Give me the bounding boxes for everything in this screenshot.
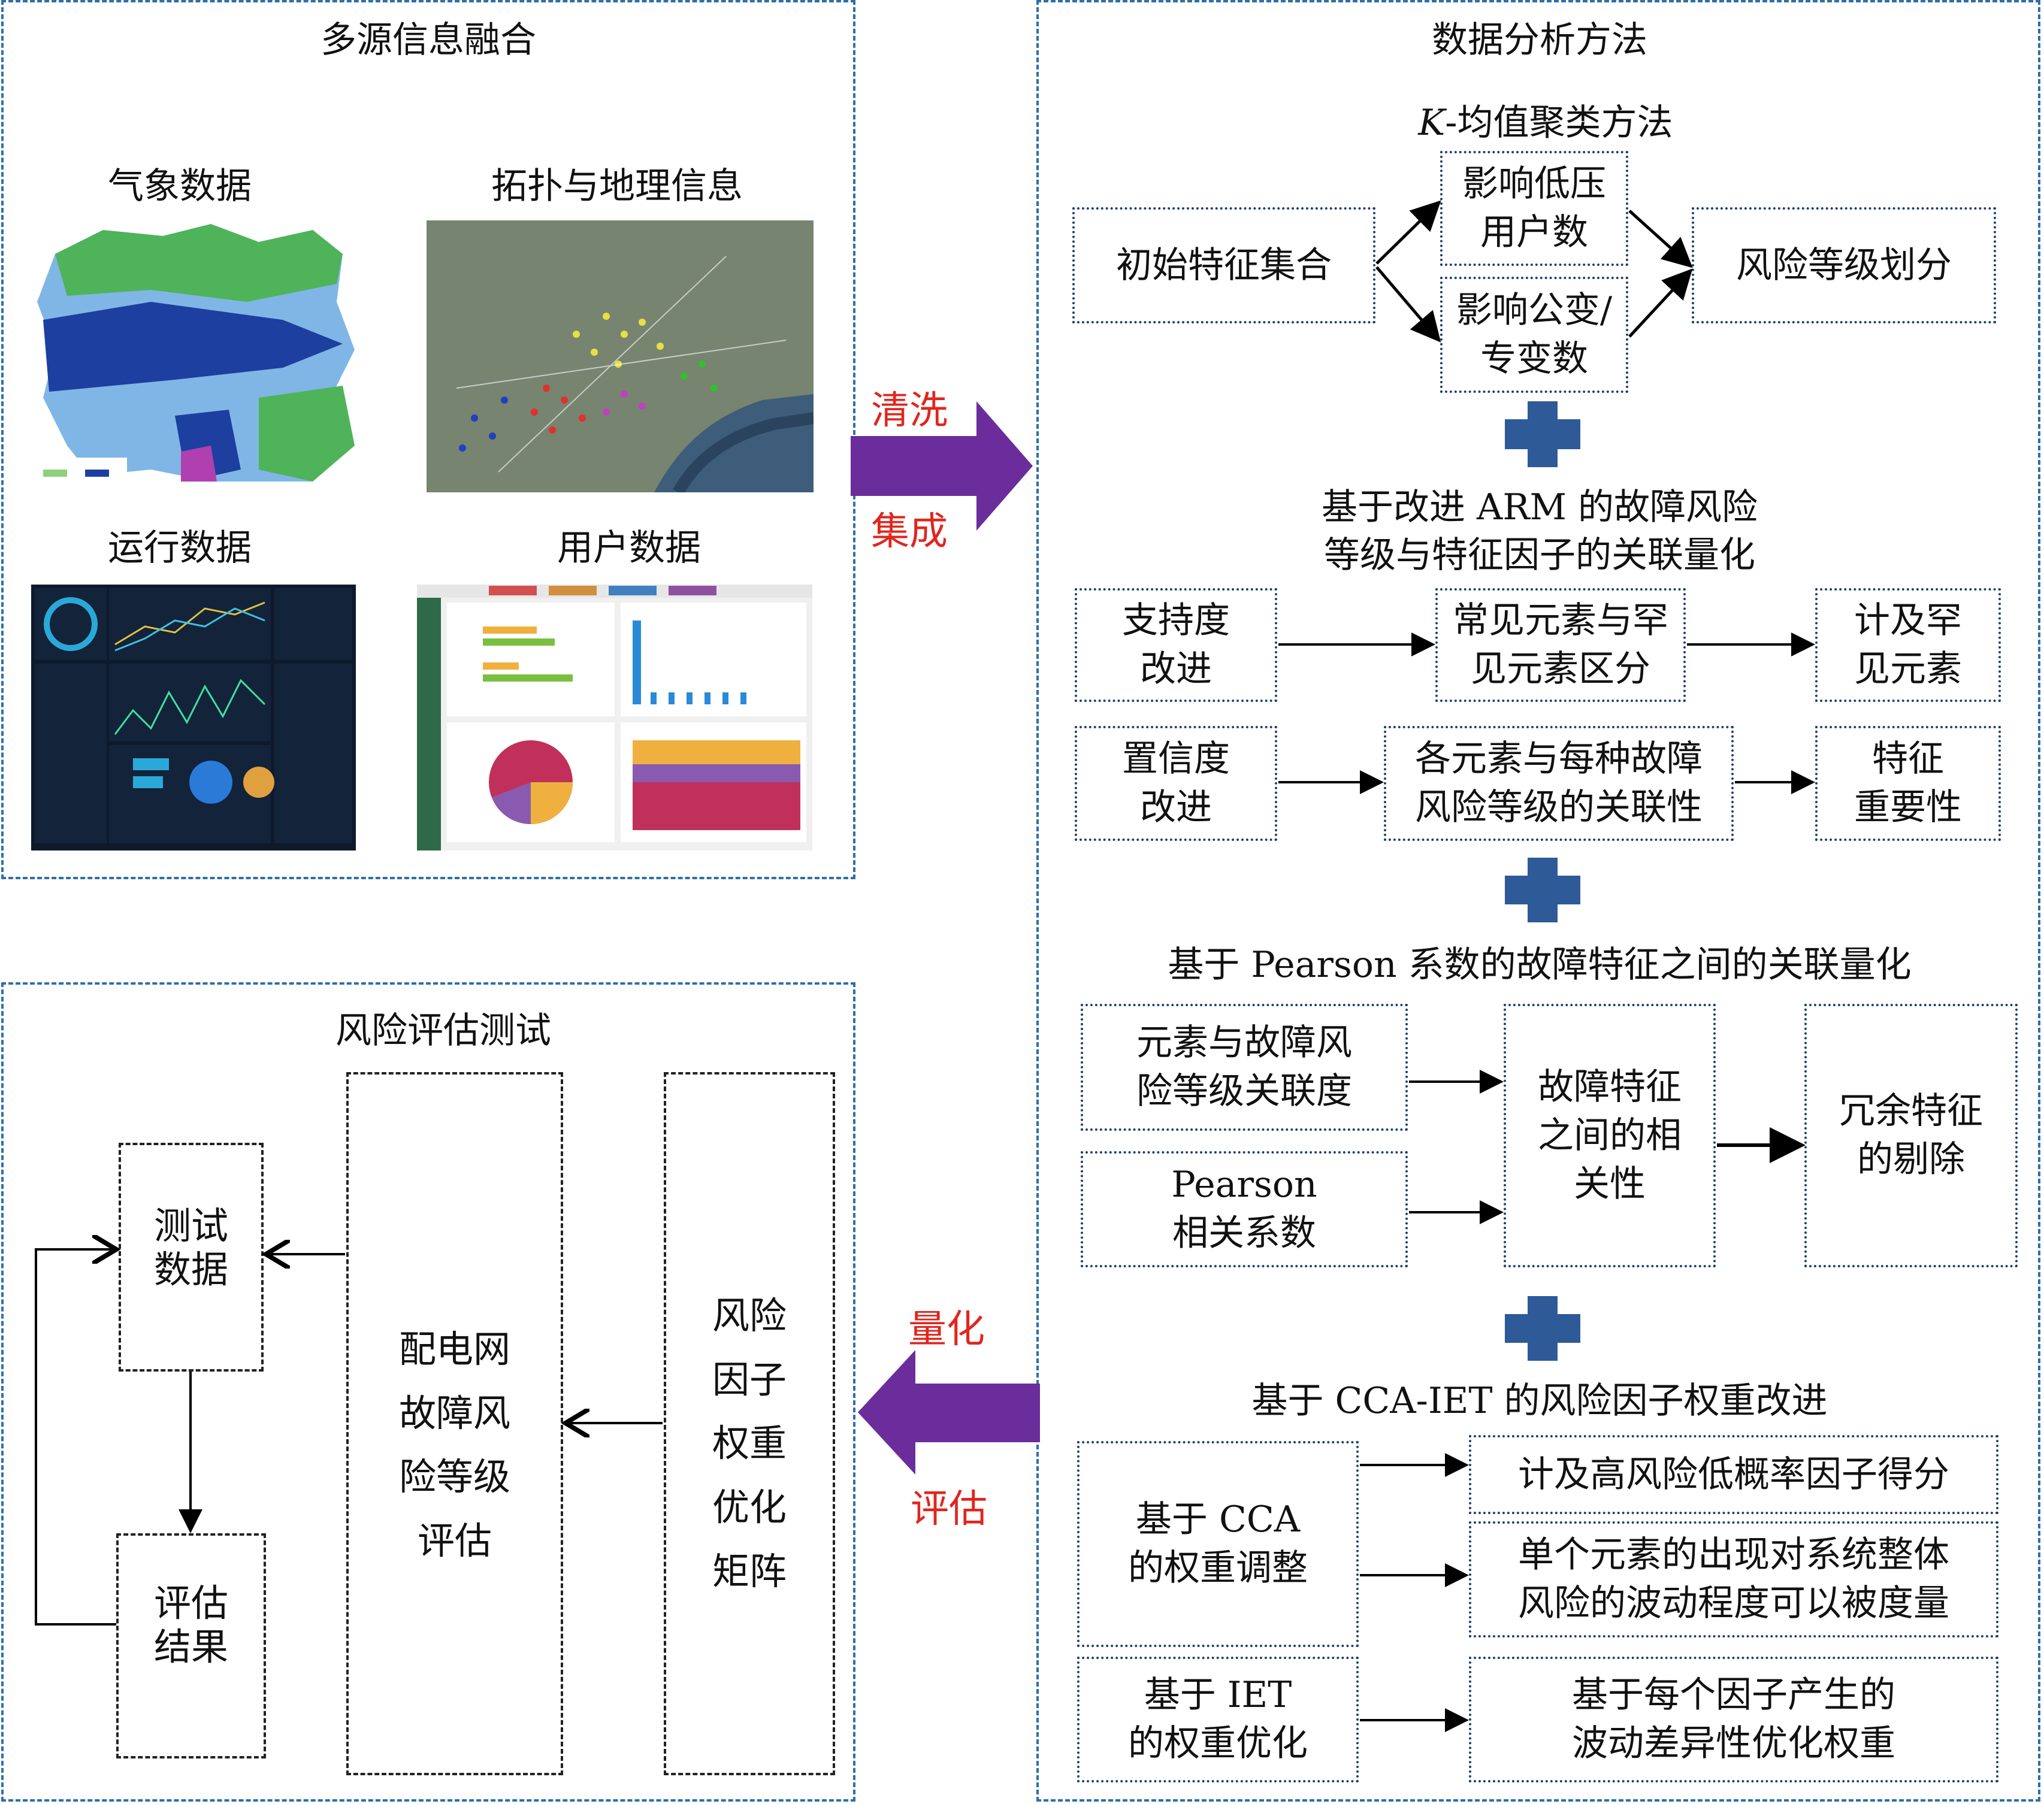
kmeans-title: K-均值聚类方法 (1318, 93, 1773, 146)
pearson-coef-box: Pearson 相关系数 (1081, 1151, 1408, 1267)
quantify-label: 量化 (908, 1307, 985, 1352)
redundant-box: 冗余特征 的剔除 (1804, 1004, 2018, 1267)
rare-count-box: 计及罕 见元素 (1815, 588, 2001, 702)
common-rare-box: 常见元素与罕 见元素区分 (1435, 588, 1686, 702)
diff-opt-box: 基于每个因子产生的 波动差异性优化权重 (1469, 1657, 1998, 1782)
weather-map-image (31, 218, 367, 488)
support-box: 支持度 改进 (1075, 588, 1277, 702)
assessment-title: 风险评估测试 (335, 1010, 551, 1052)
kmeans-title-text: K-均值聚类方法 (1418, 102, 1673, 144)
importance-box: 特征 重要性 (1815, 726, 2001, 841)
weight-matrix-label: 风险 因子 权重 优化 矩阵 (712, 1294, 787, 1593)
weight-matrix-box (664, 1072, 835, 1775)
grade-eval-label: 配电网 故障风 险等级 评估 (398, 1327, 510, 1563)
caption-operation: 运行数据 (108, 527, 252, 569)
initial-features-box: 初始特征集合 (1072, 207, 1375, 323)
cca-adjust-box: 基于 CCA 的权重调整 (1077, 1441, 1359, 1647)
transformers-box: 影响公变/ 专变数 (1440, 277, 1628, 393)
operation-dashboard-image (31, 585, 356, 850)
clean-integrate-arrow (851, 401, 1033, 531)
element-degree-box: 元素与故障风 险等级关联度 (1081, 1004, 1408, 1131)
confidence-box: 置信度 改进 (1075, 726, 1277, 841)
user-dashboard-image (417, 585, 812, 850)
topology-map-image (427, 220, 814, 492)
analysis-title: 数据分析方法 (1432, 19, 1647, 61)
risk-assessment-panel (1, 982, 855, 1802)
cca-title: 基于 CCA-IET 的风险因子权重改进 (1251, 1380, 1828, 1422)
plus-icon-3-h (1505, 1314, 1580, 1343)
eval-result-label: 评估 结果 (153, 1581, 228, 1669)
arm-title-1: 基于改进 ARM 的故障风险 (1321, 486, 1758, 528)
clean-label: 清洗 (871, 389, 948, 433)
arm-title-2: 等级与特征因子的关联量化 (1324, 534, 1755, 576)
fluctuation-box: 单个元素的出现对系统整体 风险的波动程度可以被度量 (1469, 1521, 1998, 1637)
fusion-title: 多源信息融合 (320, 19, 536, 61)
pearson-title: 基于 Pearson 系数的故障特征之间的关联量化 (1168, 944, 1912, 986)
low-voltage-users-box: 影响低压 用户数 (1440, 151, 1628, 266)
test-data-label: 测试 数据 (153, 1204, 228, 1292)
eval-result-box (116, 1533, 266, 1758)
quantify-evaluate-arrow (858, 1350, 1040, 1475)
integrate-label: 集成 (871, 510, 948, 554)
high-risk-box: 计及高风险低概率因子得分 (1469, 1435, 1998, 1514)
caption-weather: 气象数据 (108, 165, 252, 207)
risk-levels-box: 风险等级划分 (1692, 207, 1996, 323)
plus-icon-1-h (1505, 419, 1580, 449)
caption-user: 用户数据 (557, 527, 701, 569)
plus-icon-2-h (1505, 876, 1580, 904)
iet-opt-box: 基于 IET 的权重优化 (1077, 1657, 1359, 1782)
element-assoc-box: 各元素与每种故障 风险等级的关联性 (1384, 726, 1734, 841)
evaluate-label: 评估 (911, 1487, 987, 1531)
data-analysis-panel (1036, 0, 2040, 1802)
feature-corr-box: 故障特征 之间的相 关性 (1504, 1004, 1716, 1267)
caption-topology: 拓扑与地理信息 (491, 165, 743, 207)
